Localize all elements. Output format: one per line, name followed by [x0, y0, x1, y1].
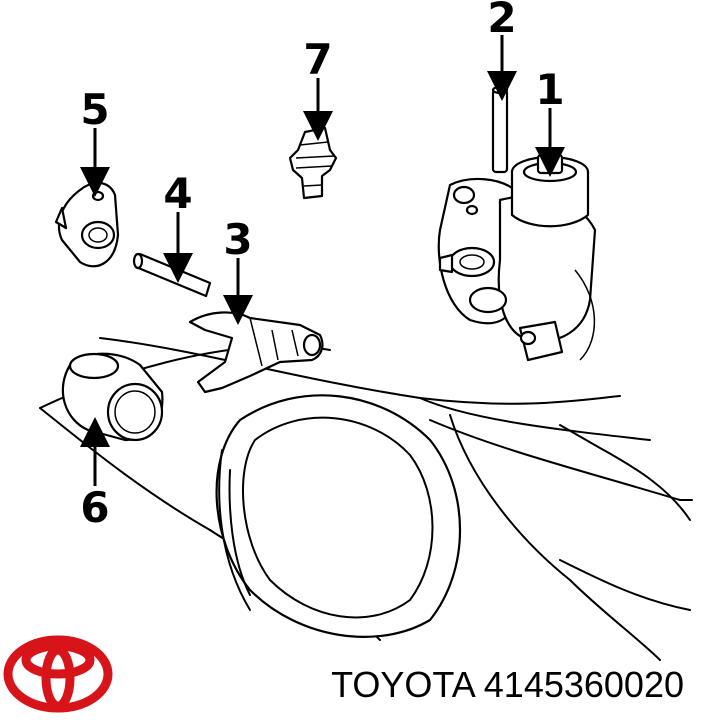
callout-5: 5: [80, 85, 109, 134]
part-caption: TOYOTA 4145360020: [331, 664, 684, 706]
part-2-pin: [491, 85, 509, 174]
callout-4: 4: [163, 169, 192, 218]
brand-name: TOYOTA: [331, 664, 474, 705]
part-4-shaft: [132, 252, 212, 298]
part-number: 4145360020: [483, 664, 684, 705]
callout-6: 6: [80, 483, 109, 532]
callout-7: 7: [303, 35, 332, 84]
part-1-actuator: [437, 153, 597, 362]
part-5-bracket: [54, 181, 120, 268]
leader-arrows: [80, 35, 565, 486]
callout-2: 2: [487, 0, 516, 42]
part-7-boot: [288, 126, 338, 200]
callout-1: 1: [535, 65, 564, 114]
callout-3: 3: [223, 215, 252, 264]
part-3-fork: [188, 311, 324, 394]
toyota-logo: [3, 635, 113, 713]
housing: [39, 337, 693, 661]
